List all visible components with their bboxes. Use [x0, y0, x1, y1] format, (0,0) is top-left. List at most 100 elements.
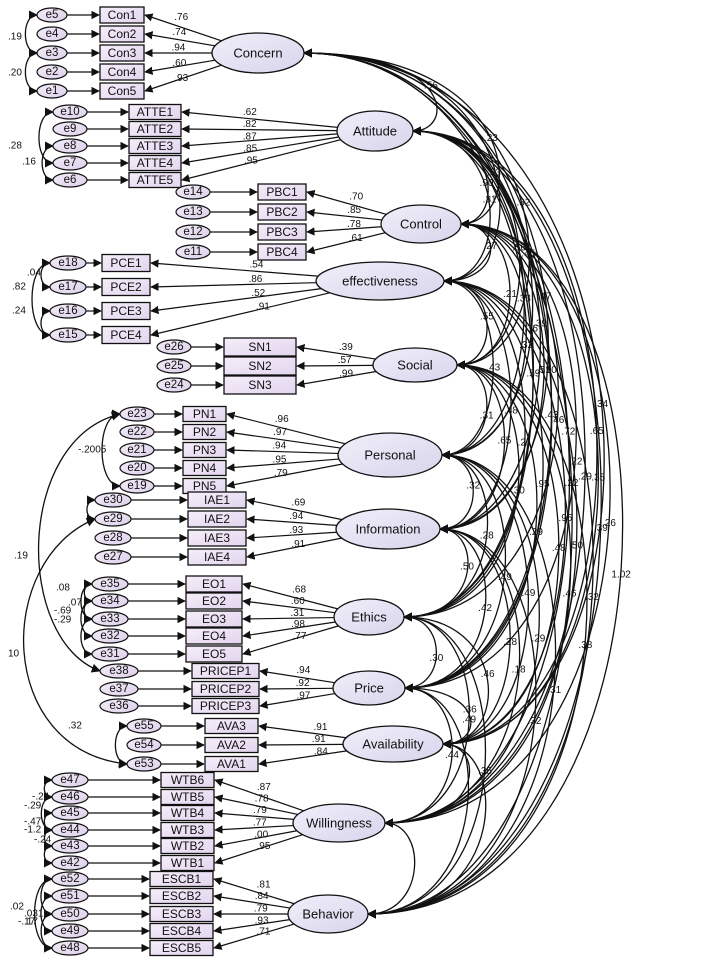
latent-correlation [404, 126, 553, 693]
indicator-box [185, 645, 243, 663]
error-covariance-label: .19 [14, 551, 28, 562]
indicator-box [257, 183, 307, 201]
error-label: e32 [100, 630, 119, 642]
error-label: e22 [127, 426, 146, 438]
error-label: e7 [64, 157, 77, 169]
latent-behavior [287, 894, 369, 934]
error-label: e19 [127, 480, 146, 492]
indicator-label: WTB2 [171, 839, 205, 853]
loading-label: .93 [289, 525, 303, 536]
indicator-box [182, 459, 227, 477]
indicator-box [185, 592, 243, 610]
indicator-label: SN1 [248, 340, 272, 354]
indicator-label: WTB3 [171, 823, 205, 837]
indicator-label: WTB4 [171, 806, 205, 820]
error-term [52, 104, 88, 120]
error-covariance [38, 107, 54, 168]
error-label: e10 [60, 106, 79, 118]
loading-label: .78 [255, 793, 269, 804]
error-label: e24 [164, 379, 184, 391]
loading-path [242, 625, 339, 656]
error-term [156, 377, 192, 393]
loading-label: .94 [289, 511, 303, 522]
indicator-label: ESCB3 [162, 907, 202, 921]
indicator-box [204, 736, 259, 754]
latent-correlation-label: .48 [504, 406, 518, 417]
error-covariance-label: .28 [8, 141, 22, 152]
block-behavior [51, 870, 214, 957]
latent-correlation-label: .95 [536, 479, 550, 490]
error-label: e31 [100, 648, 119, 660]
latent-correlation [384, 276, 578, 828]
latent-correlation-label: .28 [503, 637, 517, 648]
indicator-box [182, 441, 227, 459]
error-label: e13 [183, 206, 202, 218]
indicator-box [187, 491, 247, 509]
error-term [51, 871, 89, 887]
error-covariance-label: -.47 [24, 817, 42, 828]
block-social [156, 337, 297, 395]
loading-path [259, 668, 335, 684]
indicator-label: Con4 [108, 65, 137, 79]
indicator-label: WTB5 [171, 790, 205, 804]
error-term [91, 593, 129, 609]
error-term [52, 172, 88, 188]
error-covariance-label: .08 [56, 583, 70, 594]
latent-correlation-label: .51 [537, 365, 551, 376]
indicator-label: IAE2 [204, 512, 230, 526]
latent-correlation [367, 818, 416, 919]
indicator-box [160, 854, 215, 872]
latent-correlation-label: .65 [497, 436, 511, 447]
loading-label: .85 [347, 205, 361, 216]
error-covariance-curves [22, 10, 128, 953]
latent-correlation-label: .27 [483, 241, 497, 252]
latent-correlation-label: .50 [460, 562, 474, 573]
error-term [36, 7, 68, 23]
indicator-label: PRICEP1 [200, 664, 252, 678]
error-term [119, 424, 155, 440]
latent-correlation [367, 683, 470, 919]
indicator-label: ESCB1 [162, 872, 202, 886]
error-covariance [43, 841, 53, 868]
error-term [51, 888, 89, 904]
loading-label: .93 [255, 915, 269, 926]
latent-correlation-label: .31 [480, 411, 494, 422]
latent-correlation [367, 450, 557, 919]
block-availability [126, 717, 259, 773]
loading-label: .76 [174, 12, 188, 23]
latent-label: Price [354, 681, 384, 696]
loading-label: .79 [253, 805, 267, 816]
loading-path [258, 722, 347, 739]
loading-path [242, 597, 336, 614]
latent-correlation [456, 219, 511, 370]
loading-label: .77 [292, 631, 306, 642]
error-label: e2 [46, 66, 59, 78]
loading-label: .98 [291, 619, 305, 630]
latent-correlation-label: .43 [545, 410, 559, 421]
loading-path [181, 108, 338, 128]
error-term [91, 611, 129, 627]
loading-paths [67, 10, 387, 953]
indicator-box [257, 203, 307, 221]
loading-path [214, 834, 303, 865]
indicator-box [99, 25, 145, 43]
indicator-box [128, 137, 182, 155]
loading-label: .84 [314, 746, 328, 757]
latent-attitude [336, 110, 414, 152]
error-label: e23 [127, 408, 146, 420]
error-term [119, 460, 155, 476]
indicator-label: PBC3 [266, 225, 298, 239]
latent-correlation-label: .35 [591, 473, 605, 484]
error-label: e16 [58, 305, 77, 317]
indicator-label: PCE3 [110, 304, 142, 318]
loading-path [213, 923, 295, 950]
latent-correlation-label: .90 [480, 178, 494, 189]
indicator-box [149, 870, 214, 888]
loading-label: .94 [296, 665, 310, 676]
latent-correlation [439, 360, 506, 534]
error-term [119, 442, 155, 458]
error-label: e3 [46, 47, 59, 59]
latent-label: Control [400, 217, 442, 232]
error-term [52, 155, 88, 171]
